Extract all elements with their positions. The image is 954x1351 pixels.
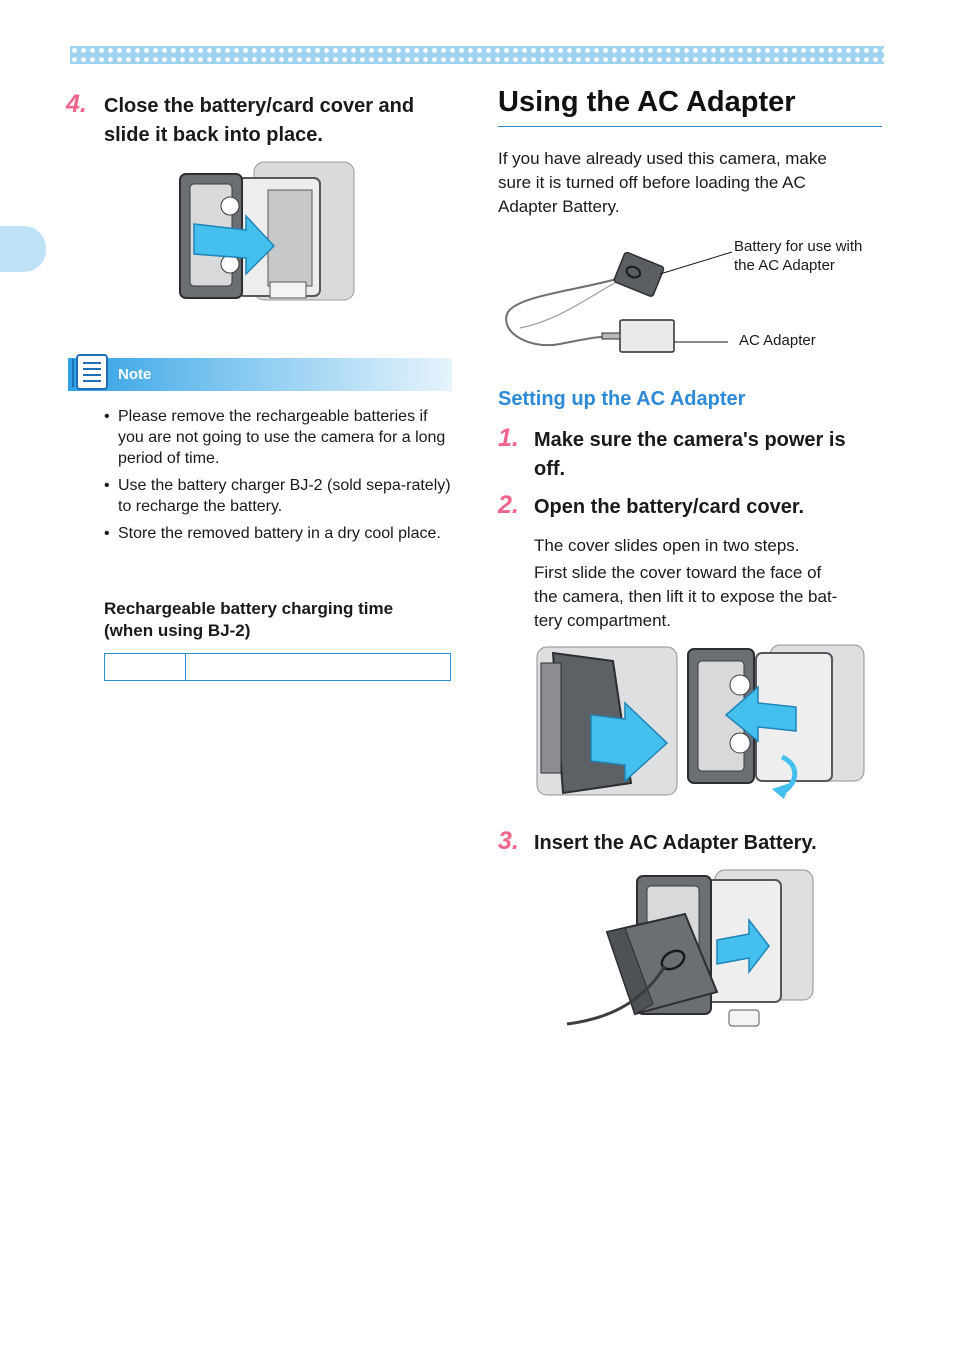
step-desc-line: tery compartment. bbox=[534, 611, 671, 630]
note-bar bbox=[68, 358, 452, 391]
battery-label: Battery for use with the AC Adapter bbox=[734, 237, 904, 275]
ac-adapter-diagram bbox=[505, 251, 733, 353]
list-item: Use the battery charger BJ-2 (sold sepa-… bbox=[104, 475, 454, 517]
charging-heading-line: (when using BJ-2) bbox=[104, 621, 251, 640]
intro-line: If you have already used this camera, ma… bbox=[498, 149, 827, 168]
step-number: 1. bbox=[498, 424, 519, 452]
step-heading: Make sure the camera's power is off. bbox=[534, 426, 894, 484]
camera-close-cover-illustration bbox=[179, 161, 355, 301]
charging-time-table bbox=[104, 653, 451, 681]
step-heading-line: Make sure the camera's power is bbox=[534, 429, 846, 451]
battery-label-line: Battery for use with bbox=[734, 238, 863, 255]
step-desc-line: the camera, then lift it to expose the b… bbox=[534, 587, 838, 606]
list-item: Please remove the rechargeable batteries… bbox=[104, 406, 454, 469]
list-item: Store the removed battery in a dry cool … bbox=[104, 523, 454, 544]
charging-time-heading: Rechargeable battery charging time (when… bbox=[104, 598, 464, 642]
step-heading: Close the battery/card cover and slide i… bbox=[104, 92, 464, 150]
step-heading-line: slide it back into place. bbox=[104, 124, 323, 146]
step-heading-line: off. bbox=[534, 458, 566, 480]
intro-line: Adapter Battery. bbox=[498, 197, 620, 216]
step-heading-line: Close the battery/card cover and bbox=[104, 95, 415, 117]
intro-paragraph: If you have already used this camera, ma… bbox=[498, 147, 882, 219]
cover-slide-illustration bbox=[533, 643, 679, 797]
step-number: 4. bbox=[66, 90, 87, 118]
title-underline bbox=[498, 126, 882, 127]
step-heading: Open the battery/card cover. bbox=[534, 496, 805, 518]
step-desc-line: The cover slides open in two steps. bbox=[534, 536, 800, 555]
header-pattern-band bbox=[70, 46, 884, 64]
step-number: 3. bbox=[498, 827, 519, 855]
section-subheading: Setting up the AC Adapter bbox=[498, 388, 746, 410]
intro-line: sure it is turned off before loading the… bbox=[498, 173, 806, 192]
note-icon bbox=[72, 354, 108, 390]
step-description: The cover slides open in two steps. Firs… bbox=[534, 534, 894, 633]
step-heading: Insert the AC Adapter Battery. bbox=[534, 832, 817, 854]
insert-battery-illustration bbox=[566, 869, 814, 1027]
step-desc-line: First slide the cover toward the face of bbox=[534, 563, 822, 582]
cover-lift-illustration bbox=[687, 644, 865, 799]
chapter-tab bbox=[0, 226, 46, 272]
note-bullet-list: Please remove the rechargeable batteries… bbox=[104, 406, 454, 550]
ac-adapter-label: AC Adapter bbox=[739, 332, 816, 349]
table-divider bbox=[185, 654, 186, 680]
charging-heading-line: Rechargeable battery charging time bbox=[104, 599, 394, 618]
note-label: Note bbox=[118, 366, 152, 383]
step-number: 2. bbox=[498, 491, 519, 519]
page-title: Using the AC Adapter bbox=[498, 86, 796, 118]
battery-label-line: the AC Adapter bbox=[734, 257, 835, 274]
